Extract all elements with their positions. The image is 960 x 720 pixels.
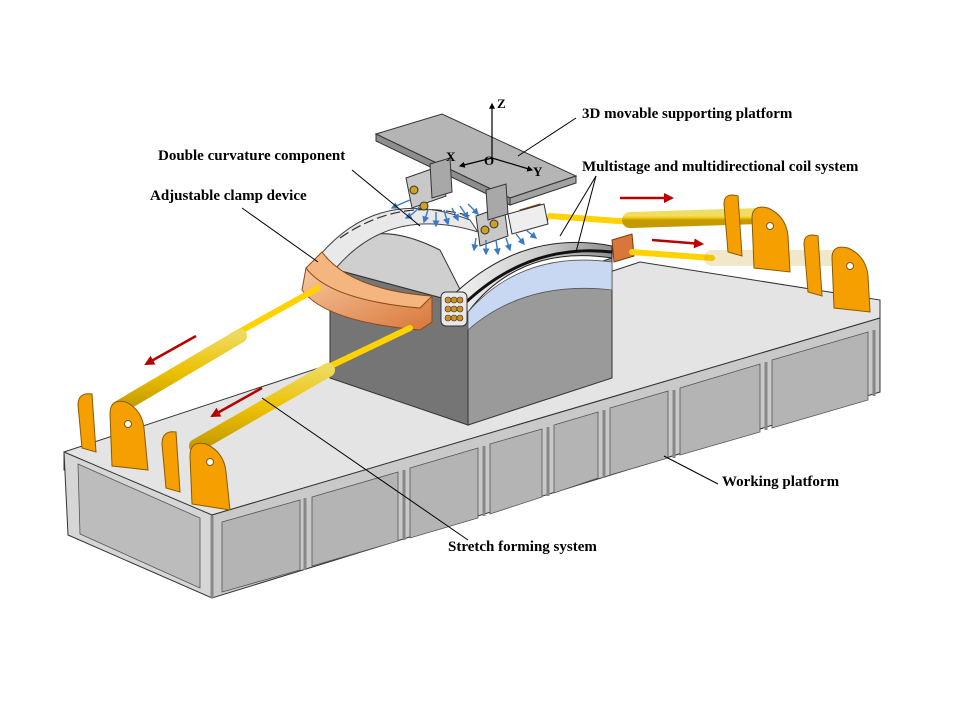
blue-arrow-icon — [443, 209, 450, 226]
cylinder-brackets — [77, 194, 871, 511]
platform-end-panel — [77, 463, 201, 589]
hydraulic-cylinder-left-upper — [111, 285, 321, 415]
coordinate-axes — [458, 102, 534, 172]
blue-arrow-icon — [493, 239, 501, 256]
leader-working-platform — [663, 455, 719, 485]
axis-label-y: Y — [533, 164, 543, 179]
blue-arrow-icon — [459, 205, 469, 220]
blue-arrow-icon — [451, 207, 459, 222]
axis-label-z: Z — [497, 96, 506, 111]
platform-ribs — [210, 330, 876, 598]
y-axis — [491, 157, 534, 172]
leader-double-curvature — [351, 169, 421, 227]
blue-arrow-icon — [525, 229, 538, 239]
platform-panels — [221, 331, 869, 593]
leader-stretch-forming — [261, 397, 469, 541]
blue-arrow-icon — [515, 233, 525, 246]
label-double-curvature: Double curvature component — [158, 148, 346, 164]
leader-coil-right — [575, 175, 597, 253]
leader-supporting-platform — [517, 117, 577, 157]
adjustable-clamp-left — [301, 251, 434, 331]
blue-arrow-icon — [404, 205, 421, 219]
bracket-right-upper-a — [723, 194, 743, 257]
blue-arrow-icon — [504, 237, 512, 252]
leader-clamp — [241, 207, 319, 263]
bracket-left-lower-b — [189, 442, 231, 511]
stretch-direction-arrows — [144, 193, 704, 418]
forming-die — [329, 233, 613, 426]
label-clamp-device: Adjustable clamp device — [150, 188, 307, 204]
die-blue-layer — [467, 259, 613, 331]
blue-arrow-icon — [471, 237, 479, 252]
leader-coil-left — [559, 175, 597, 237]
coil-cross-section — [440, 291, 468, 327]
leader-lines — [241, 117, 719, 541]
blue-arrow-icon — [390, 199, 411, 209]
hydraulic-cylinder-left-lower — [189, 325, 413, 453]
blue-arrow-icon — [467, 203, 479, 215]
label-stretch-forming: Stretch forming system — [448, 539, 597, 555]
bracket-right-upper-b — [751, 206, 791, 273]
label-supporting-platform: 3D movable supporting platform — [582, 106, 793, 122]
supporting-platform — [374, 113, 578, 247]
bracket-left-lower-a — [161, 431, 181, 493]
axis-label-o: O — [484, 153, 495, 168]
x-axis — [458, 157, 493, 168]
axis-label-x: X — [446, 149, 456, 164]
red-arrow-icon — [210, 386, 263, 418]
bracket-left-upper-a — [77, 393, 97, 453]
label-coil-system: Multistage and multidirectional coil sys… — [582, 159, 859, 175]
bracket-right-lower-b — [831, 246, 871, 313]
red-arrow-icon — [651, 238, 704, 249]
label-working-platform: Working platform — [722, 474, 840, 490]
bracket-left-upper-b — [109, 400, 149, 471]
coil-layer — [456, 249, 613, 312]
red-arrow-icon — [144, 334, 197, 366]
blue-arrow-icon — [422, 209, 430, 224]
flux-arrows — [390, 199, 538, 256]
bracket-right-lower-a — [803, 234, 823, 297]
